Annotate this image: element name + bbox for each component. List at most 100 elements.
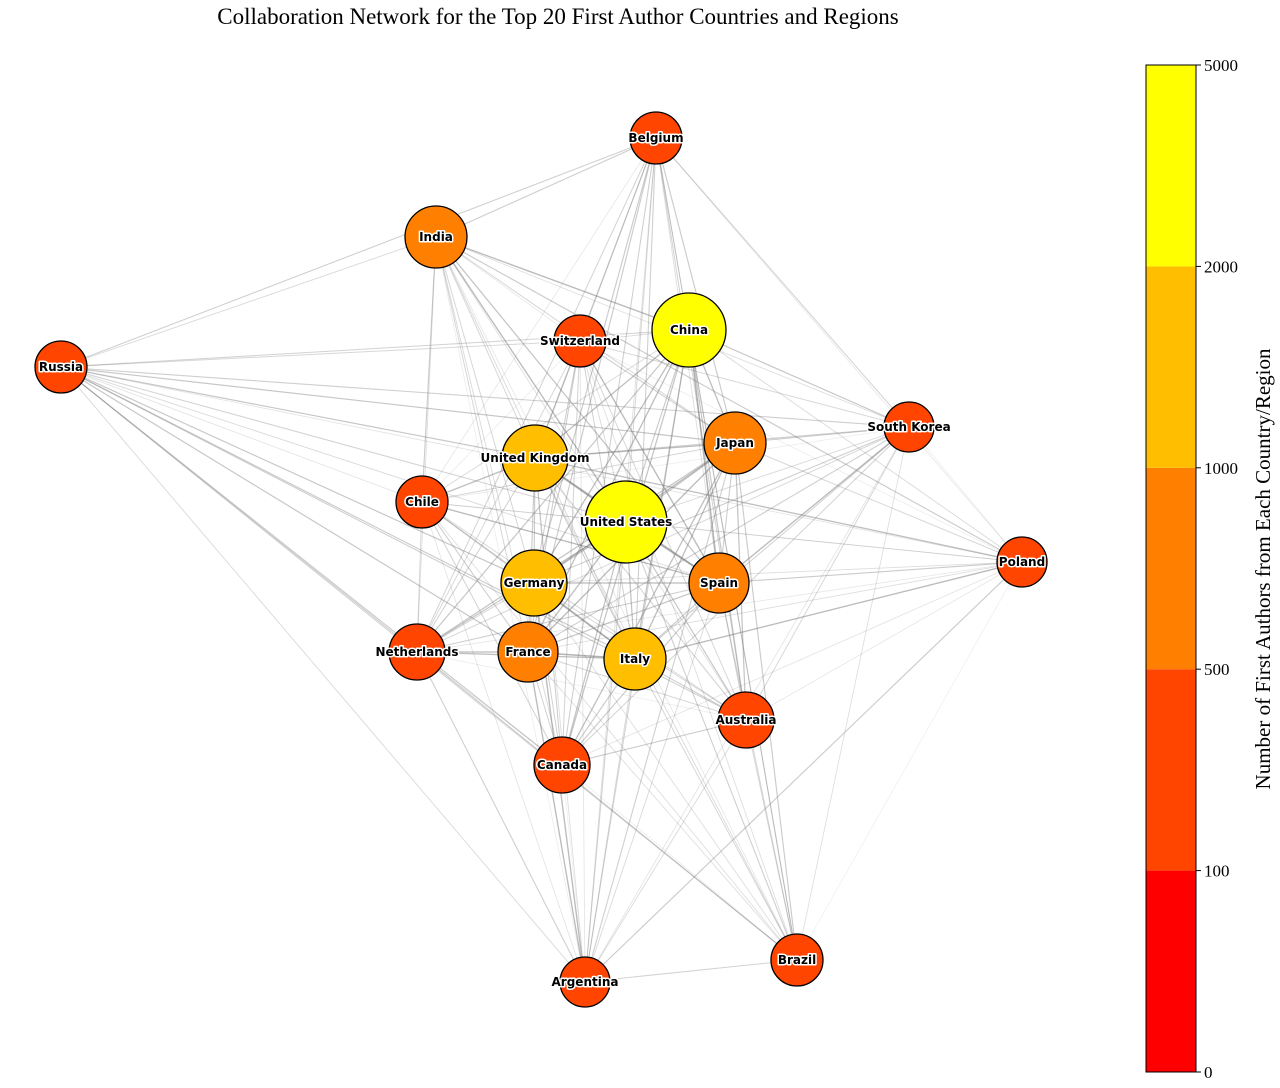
node-circle [501,424,569,492]
edge-poland-brazil [796,561,1023,961]
node-united-kingdom: United Kingdom [479,424,591,492]
colorbar-tick-label: 5000 [1204,56,1238,75]
edge-india-argentina [435,236,586,983]
node-circle [629,111,683,165]
edge-russia-japan [60,366,736,444]
edge-belgium-chile [421,137,657,503]
node-netherlands: Netherlands [374,623,460,681]
edge-south_korea-chile [421,426,910,503]
edge-spain-france [527,582,720,653]
node-circle [559,956,611,1008]
edge-india-brazil [435,236,798,961]
edge-netherlands-argentina [416,651,586,983]
edge-south_korea-poland [908,426,1023,563]
edge-switzerland-poland [579,340,1023,563]
edge-japan-canada [561,442,736,766]
edge-india-united_kingdom [435,236,536,459]
edge-india-china [435,236,690,331]
edge-poland-argentina [584,561,1023,983]
edge-south_korea-italy [634,426,910,660]
node-japan: Japan [703,411,767,475]
edge-united_states-canada [561,521,627,766]
node-china: China [651,292,727,368]
node-circle [395,475,449,529]
edge-india-spain [435,236,720,584]
edge-japan-poland [734,442,1023,563]
colorbar-band [1146,467,1196,670]
edge-switzerland-spain [579,340,720,584]
node-label: Japan [715,436,754,450]
node-circle [883,401,935,453]
edge-poland-canada [561,561,1023,766]
edge-australia-brazil [745,719,798,961]
edge-australia-canada [561,719,747,766]
node-label: United States [580,515,673,529]
edge-russia-argentina [60,366,586,983]
edge-india-chile [421,236,437,503]
node-label: Russia [39,360,83,374]
edge-chile-poland [421,501,1023,563]
edge-chile-argentina [421,501,586,983]
node-circle [688,552,750,614]
edge-switzerland-argentina [579,340,586,983]
node-argentina: Argentina [550,956,620,1008]
edge-china-spain [688,329,720,584]
edge-russia-united_kingdom [60,366,536,459]
node-label: Poland [999,555,1045,569]
edge-china-germany [533,329,690,584]
node-circle [533,736,591,794]
edge-russia-netherlands [60,366,418,653]
edge-poland-germany [533,561,1023,584]
edge-united_kingdom-netherlands [416,457,536,653]
node-germany: Germany [500,549,568,617]
node-label: Netherlands [375,645,458,659]
node-italy: Italy [603,627,667,691]
node-circle [703,411,767,475]
edge-switzerland-netherlands [416,340,581,653]
edge-japan-argentina [584,442,736,983]
edge-japan-netherlands [416,442,736,653]
node-poland: Poland [996,536,1048,588]
edge-belgium-india [435,137,657,238]
edge-belgium-united_states [625,137,657,523]
node-circle [34,340,88,394]
colorbar-band [1146,266,1196,468]
edge-belgium-netherlands [416,137,657,653]
node-france: France [497,621,559,683]
edge-india-australia [435,236,747,721]
edge-united_kingdom-italy [534,457,636,660]
edge-china-chile [421,329,690,503]
node-circle [500,549,568,617]
node-label: United Kingdom [481,451,590,465]
edge-south_korea-france [527,426,910,653]
edge-south_korea-spain [718,426,910,584]
node-label: South Korea [867,420,950,434]
edge-south_korea-brazil [796,426,910,961]
colorbar-tick-label: 500 [1204,660,1230,679]
edge-united_states-brazil [625,521,798,961]
edge-france-argentina [527,651,586,983]
edge-united_states-argentina [584,521,627,983]
edge-india-russia [60,236,437,368]
edge-chile-spain [421,501,720,584]
node-label: Brazil [778,953,816,967]
node-chile: Chile [395,475,449,529]
edge-india-poland [435,236,1023,563]
colorbar-band [1146,65,1196,267]
edge-russia-united_states [60,366,627,523]
edge-united_states-poland [625,521,1023,563]
node-label: Italy [620,652,650,666]
edge-chile-canada [421,501,563,766]
colorbar-tick-label: 0 [1204,1063,1213,1082]
edge-belgium-russia [60,137,657,368]
chart-title: Collaboration Network for the Top 20 Fir… [217,4,899,29]
node-belgium: Belgium [627,111,685,165]
edge-netherlands-australia [416,651,747,721]
node-circle [388,623,446,681]
edge-canada-brazil [561,764,798,961]
node-label: Australia [715,713,776,727]
colorbar-tick-label: 2000 [1204,257,1238,276]
edge-japan-chile [421,442,736,503]
